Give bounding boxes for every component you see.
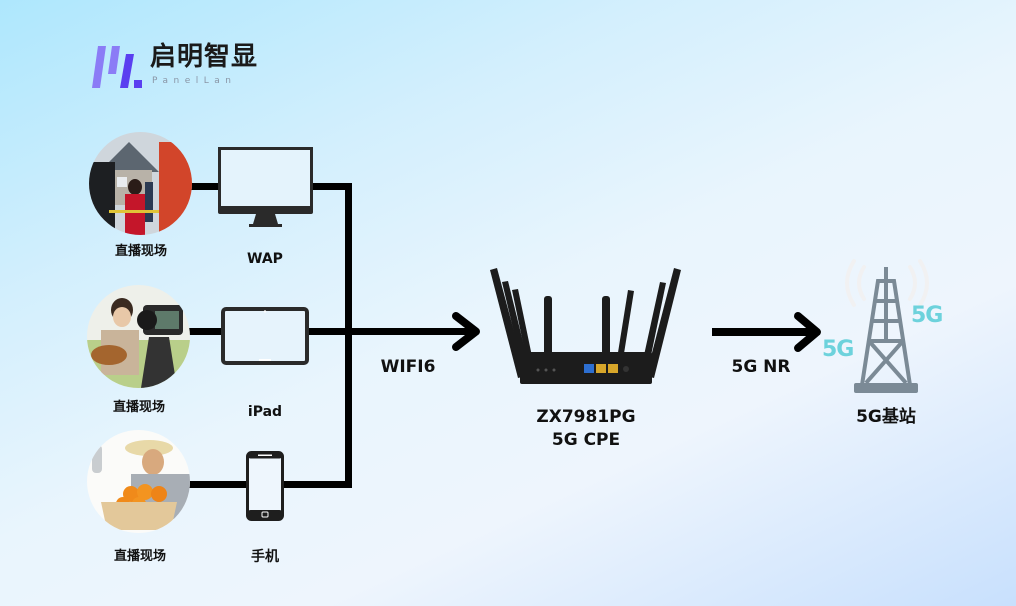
wifi-label: WIFI6 xyxy=(380,357,436,377)
nr-arrow-head xyxy=(794,312,821,352)
scene-photo-farmer xyxy=(87,430,190,533)
router-icon xyxy=(490,268,681,384)
router-type: 5G CPE xyxy=(551,430,621,450)
scene-photo-reporter xyxy=(89,132,192,235)
tablet-icon xyxy=(221,307,309,365)
link-scene2-device2 xyxy=(188,328,222,335)
scene-photo-musician xyxy=(87,285,190,388)
scene-label-1: 直播现场 xyxy=(114,244,167,259)
bus-line xyxy=(345,183,352,488)
monitor-icon xyxy=(218,147,313,227)
device-label-2: iPad xyxy=(247,404,283,420)
wifi-arrow-head xyxy=(452,312,480,351)
nr-label: 5G NR xyxy=(731,357,791,377)
device-label-1: WAP xyxy=(247,251,283,267)
nr-arrow-shaft xyxy=(712,328,814,336)
scene-label-2: 直播现场 xyxy=(112,400,165,415)
link-scene3-device3 xyxy=(188,481,248,488)
link-device1-bus xyxy=(310,183,352,190)
base-station-label: 5G基站 xyxy=(856,407,916,427)
brand-name: 启明智显 xyxy=(150,42,259,72)
smartphone-icon xyxy=(246,451,284,521)
link-scene1-device1 xyxy=(188,183,220,190)
5g-badge-right: 5G xyxy=(911,303,943,328)
brand-logo-icon xyxy=(92,46,142,88)
link-device3-bus xyxy=(282,481,352,488)
wifi-arrow-shaft xyxy=(352,328,474,335)
device-label-3: 手机 xyxy=(251,549,279,565)
router-model: ZX7981PG xyxy=(536,407,636,427)
cell-tower-icon xyxy=(845,259,929,393)
link-device2-bus xyxy=(306,328,352,335)
scene-label-3: 直播现场 xyxy=(113,549,166,564)
5g-badge-left: 5G xyxy=(822,337,854,362)
brand-name-en: PanelLan xyxy=(152,76,237,86)
